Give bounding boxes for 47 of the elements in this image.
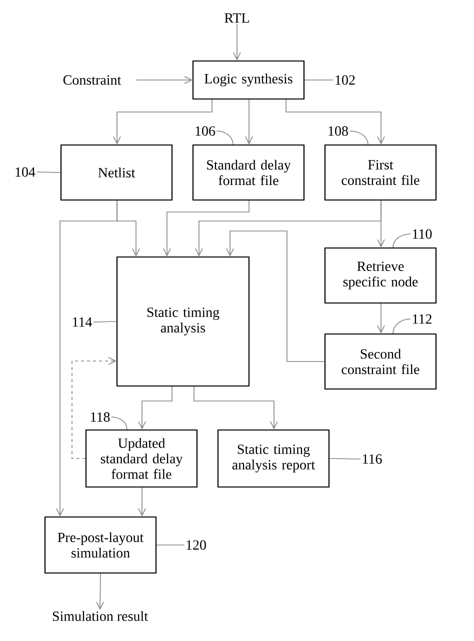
arrow [56,200,118,516]
reference-number: 110 [412,229,432,239]
arrow [377,200,385,248]
reference-number: 102 [336,75,355,85]
process-box: Pre-post-layout simulation [44,516,157,574]
arrow [113,99,212,144]
arrow [233,23,241,60]
arrow [184,76,192,84]
process-box: Second constraint file [324,333,437,390]
leader-line [156,544,185,546]
process-box: Retrieve specific node [324,247,437,304]
leader-line [36,172,61,173]
arrow [245,99,253,144]
reference-number: 104 [16,167,36,177]
leader-line [93,321,117,322]
arrow [377,303,385,334]
process-box: Static timing analysis report [217,429,330,488]
leader-line [329,458,361,460]
leader-line [349,130,368,145]
input-label: Constraint [63,75,122,85]
reference-number: 106 [196,126,216,136]
process-box: Standard delay format file [192,144,305,201]
reference-number: 118 [90,412,110,422]
arrow [226,230,325,362]
leader-line [111,416,128,430]
process-box: Updated standard delay format file [85,429,198,488]
arrow [194,386,278,430]
arrow [138,487,146,516]
reference-number: 108 [328,126,348,136]
output-label: Simulation result [52,611,148,621]
reference-number: 116 [362,454,382,464]
reference-number: 112 [412,314,432,324]
arrow [286,99,385,144]
leader-line [392,234,411,248]
arrow [96,573,104,610]
reference-number: 114 [72,317,92,327]
process-box: Netlist [60,144,173,201]
process-box: Static timing analysis [116,256,250,387]
leader-line [216,130,234,145]
process-box: Logic synthesis [192,60,305,100]
input-label: RTL [224,13,249,23]
arrow [138,386,172,430]
reference-number: 120 [186,540,206,550]
arrow [163,200,250,256]
dashed-arrow [72,357,116,459]
leader-line [392,318,411,334]
process-box: First constraint file [324,144,437,201]
